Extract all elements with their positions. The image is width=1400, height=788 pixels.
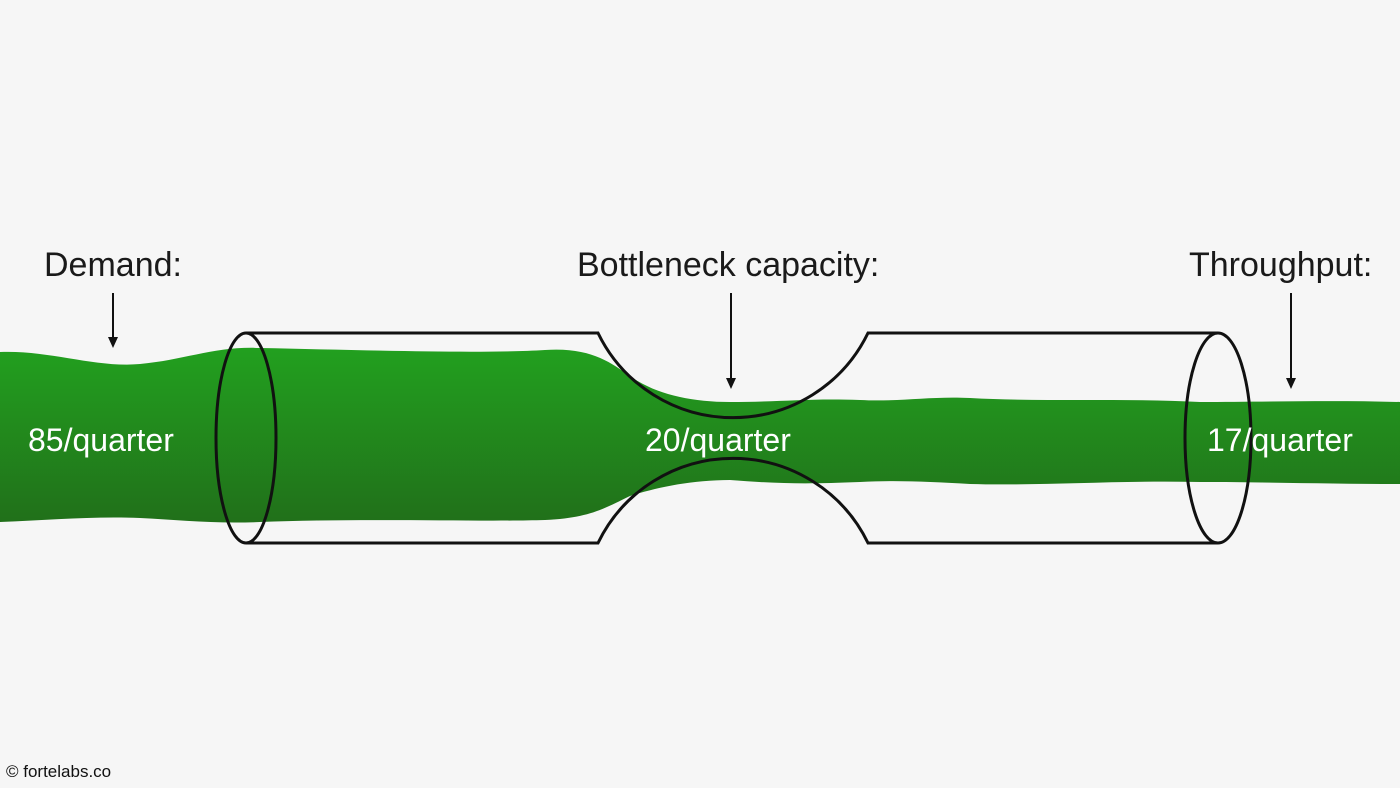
- copyright-credit: © fortelabs.co: [6, 762, 112, 781]
- bottleneck-capacity-label: Bottleneck capacity:: [577, 246, 880, 284]
- throughput-rate: 17/quarter: [1207, 422, 1353, 458]
- pipe-outline-top: [246, 331, 1218, 420]
- throughput-arrow: [1286, 293, 1296, 389]
- demand-rate: 85/quarter: [28, 422, 174, 458]
- right-pipe-opening: [1183, 331, 1253, 545]
- demand-label: Demand:: [44, 246, 182, 284]
- throughput-label: Throughput:: [1189, 246, 1373, 284]
- bottleneck-rate: 20/quarter: [645, 422, 791, 458]
- demand-arrow: [108, 293, 118, 348]
- bottleneck-arrow: [726, 293, 736, 389]
- left-pipe-front-arc: [245, 331, 278, 545]
- left-pipe-back-arc: [214, 331, 247, 545]
- green-flow: [0, 347, 1400, 523]
- pipe-outline-bottom: [246, 456, 1218, 545]
